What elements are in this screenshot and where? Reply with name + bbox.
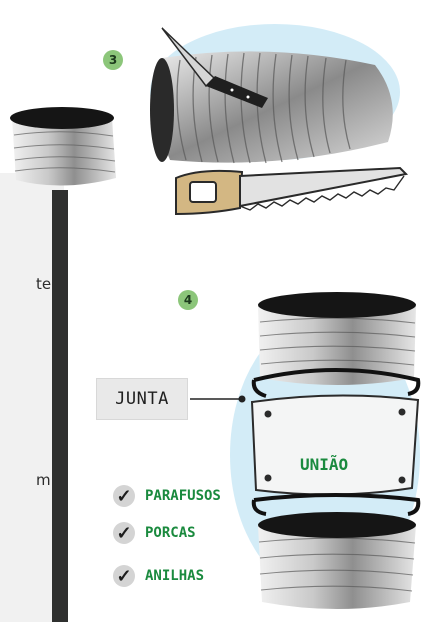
pole <box>52 190 68 622</box>
pipe-stub <box>10 107 116 186</box>
step-4-badge: 4 <box>178 290 198 310</box>
union-plate <box>252 395 418 494</box>
checklist-item: ✓ ANILHAS <box>113 565 204 587</box>
check-icon: ✓ <box>113 522 135 544</box>
junta-label: JUNTA <box>96 378 188 420</box>
checklist-item: ✓ PARAFUSOS <box>113 485 221 507</box>
checklist-label: ANILHAS <box>145 568 204 584</box>
check-icon: ✓ <box>113 485 135 507</box>
check-icon: ✓ <box>113 565 135 587</box>
uniao-label: UNIÃO <box>300 455 348 474</box>
checklist-label: PORCAS <box>145 525 196 541</box>
step-3-badge: 3 <box>103 50 123 70</box>
pipe-bottom <box>258 512 416 609</box>
checklist-label: PARAFUSOS <box>145 488 221 504</box>
horizontal-pipe <box>150 51 393 163</box>
checklist-item: ✓ PORCAS <box>113 522 196 544</box>
saw <box>176 168 406 214</box>
